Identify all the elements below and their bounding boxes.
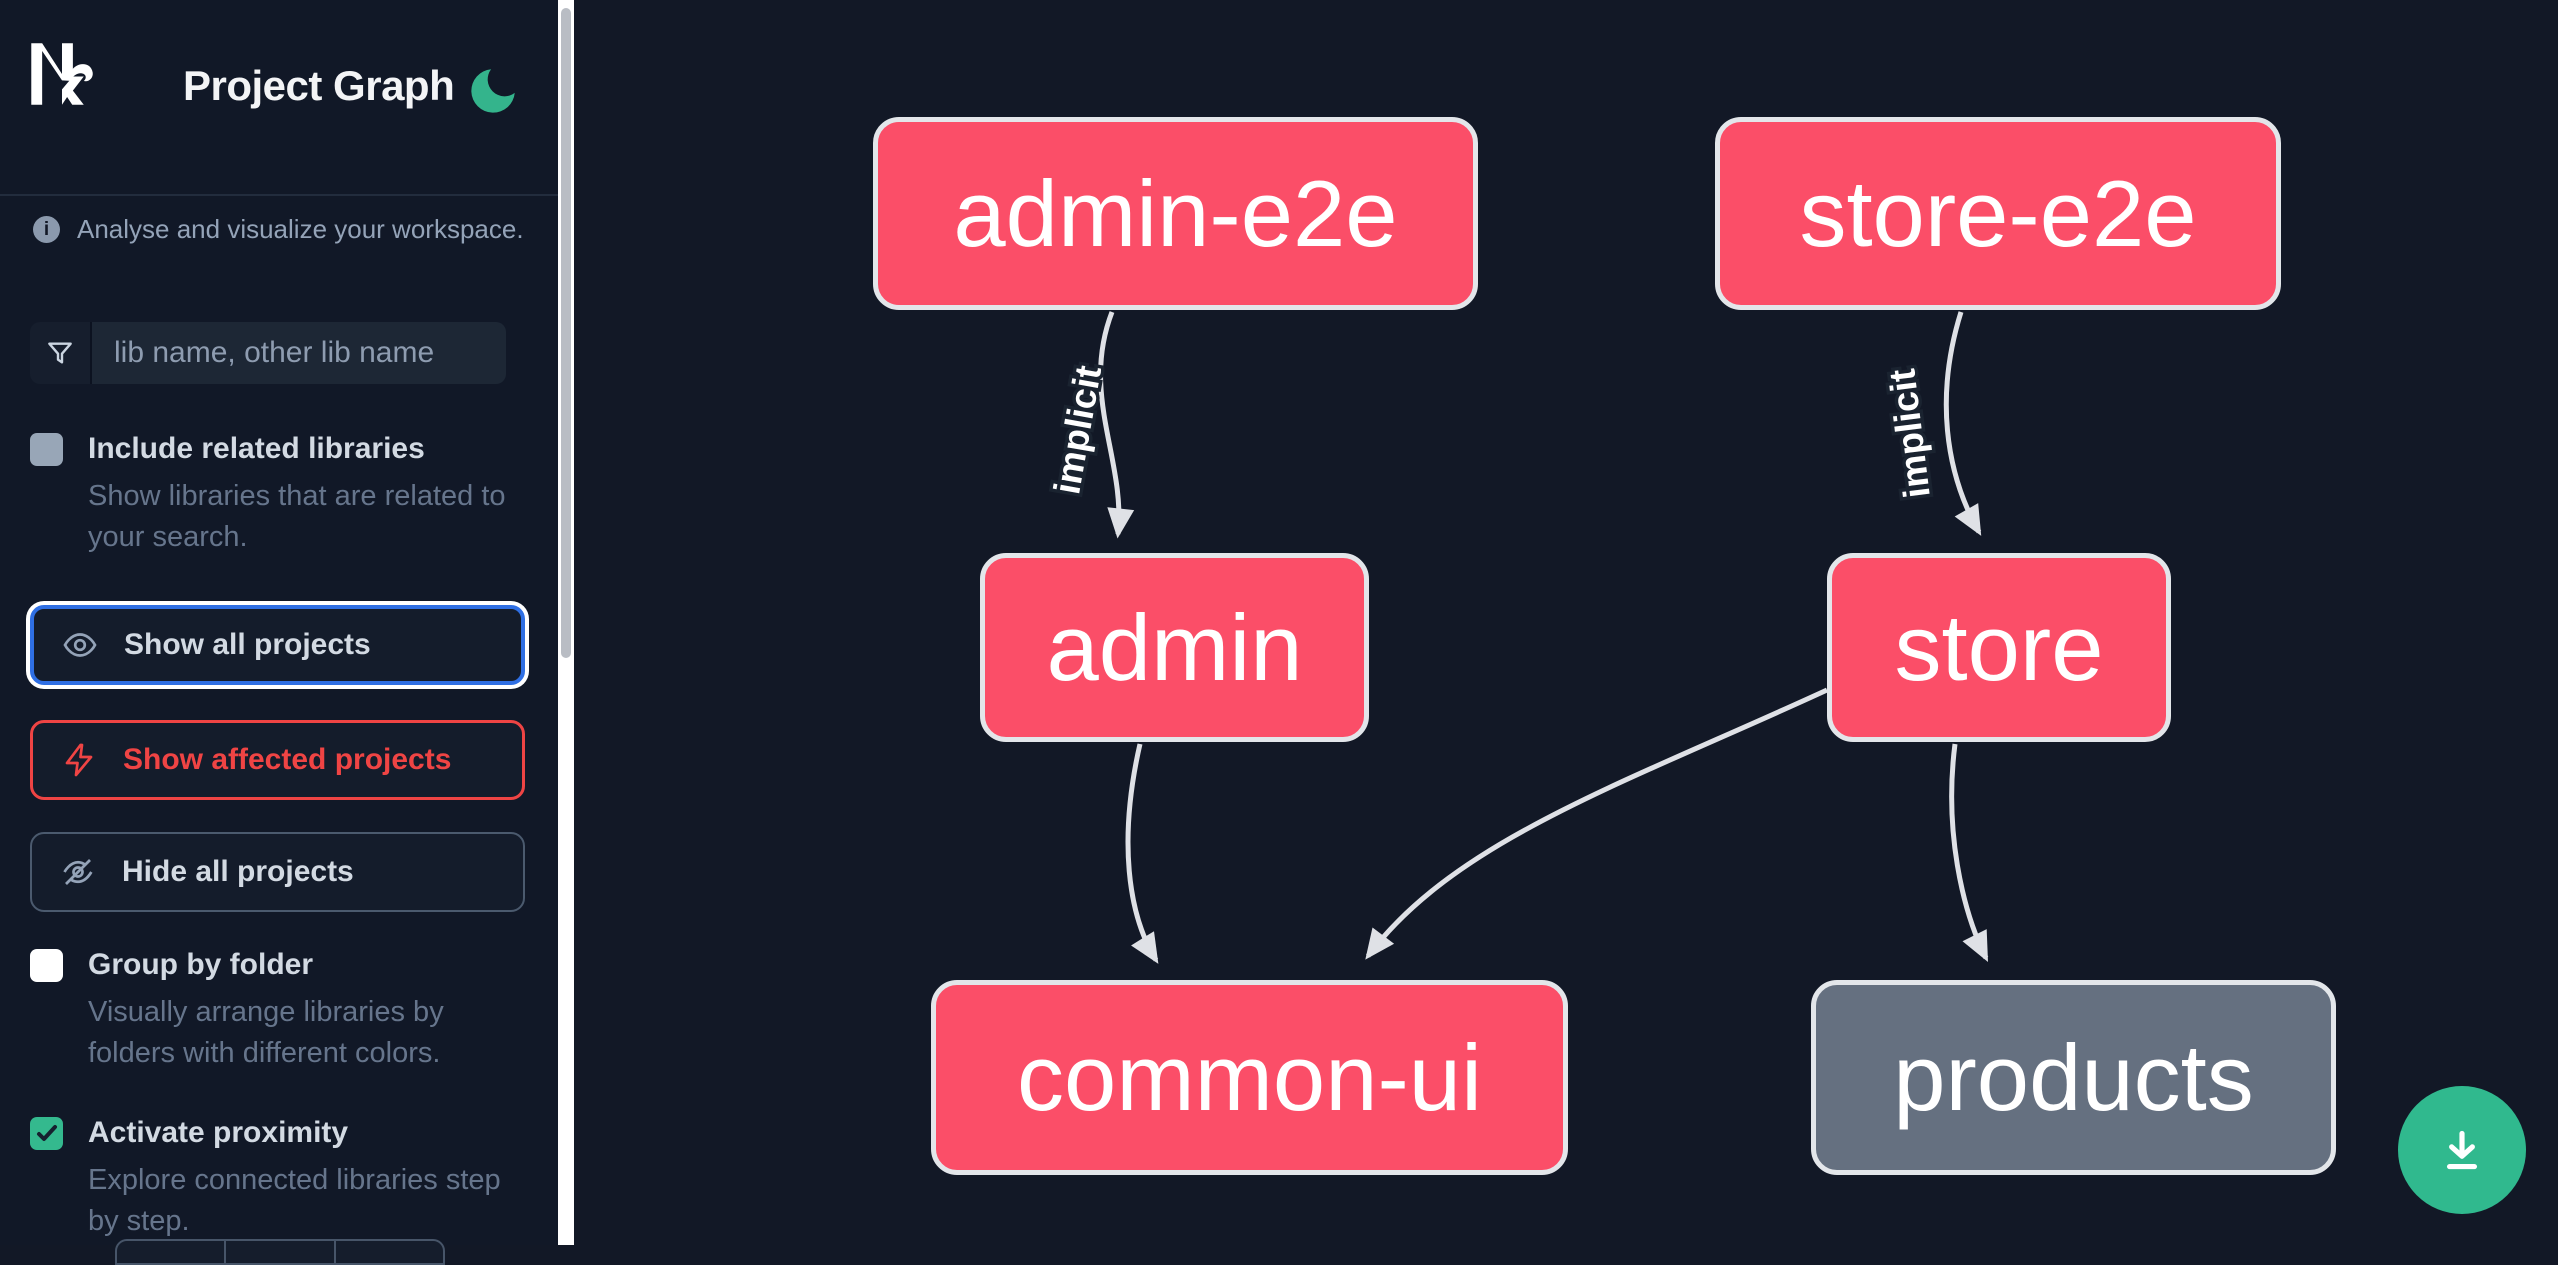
toggle-include-related: Include related libraries Show libraries… [30, 432, 530, 558]
toggle-label: Group by folder [88, 948, 313, 981]
show-all-projects-button[interactable]: Show all projects [30, 605, 525, 685]
workspace-tagline-row: i Analyse and visualize your workspace. [33, 214, 533, 245]
toggle-label: Include related libraries [88, 432, 425, 465]
node-label: store-e2e [1799, 160, 2197, 266]
show-affected-projects-button[interactable]: Show affected projects [30, 720, 525, 800]
tagline-text: Analyse and visualize your workspace. [77, 214, 524, 244]
node-label: admin-e2e [953, 160, 1398, 266]
eye-off-icon [63, 859, 93, 885]
scrollbar-thumb[interactable] [561, 8, 571, 658]
zap-icon [65, 743, 93, 777]
node-label: admin [1046, 594, 1303, 700]
filter-icon [30, 322, 92, 384]
button-label: Show all projects [124, 628, 371, 661]
bottom-segmented-control[interactable] [115, 1239, 445, 1265]
segment[interactable] [226, 1241, 336, 1263]
download-image-button[interactable] [2398, 1086, 2526, 1214]
toggle-activate-proximity: Activate proximity Explore connected lib… [30, 1116, 530, 1242]
checkbox-group-by-folder[interactable] [30, 948, 63, 982]
dependency-edges: implicit implicit [1043, 311, 1989, 964]
project-node-common-ui[interactable]: common-ui [931, 980, 1568, 1175]
info-icon: i [33, 216, 60, 243]
toggle-description: Show libraries that are related to your … [88, 480, 506, 554]
project-node-products[interactable]: products [1811, 980, 2336, 1175]
button-label: Hide all projects [122, 855, 354, 888]
node-label: common-ui [1017, 1024, 1482, 1130]
project-node-store-e2e[interactable]: store-e2e [1715, 117, 2281, 310]
project-node-store[interactable]: store [1827, 553, 2171, 742]
sidebar-header: Project Graph [0, 0, 558, 196]
node-label: products [1893, 1024, 2254, 1130]
edge-store-to-common-ui [1365, 687, 1829, 960]
project-node-admin[interactable]: admin [980, 553, 1369, 742]
edge-store-to-products [1949, 743, 1989, 963]
check-icon [36, 1125, 57, 1141]
segment[interactable] [336, 1241, 443, 1263]
toggle-group-by-folder: Group by folder Visually arrange librari… [30, 948, 530, 1074]
search-input[interactable] [92, 322, 506, 384]
segment[interactable] [117, 1241, 227, 1263]
checkbox-activate-proximity[interactable] [30, 1116, 63, 1150]
moon-icon[interactable] [464, 62, 522, 120]
page-title: Project Graph [183, 62, 455, 109]
checkbox-include-related[interactable] [30, 432, 63, 466]
hide-all-projects-button[interactable]: Hide all projects [30, 832, 525, 912]
toggle-description: Explore connected libraries step by step… [88, 1164, 501, 1238]
edge-admin-e2e-to-admin [1098, 311, 1135, 539]
button-label: Show affected projects [123, 743, 452, 776]
edge-store-e2e-to-store [1943, 311, 1982, 536]
download-icon [2446, 1130, 2478, 1170]
search-box [30, 322, 506, 384]
edge-label-implicit: implicit [1881, 367, 1937, 501]
toggle-label: Activate proximity [88, 1116, 349, 1149]
eye-icon [63, 633, 97, 657]
toggle-description: Visually arrange libraries by folders wi… [88, 996, 444, 1070]
project-node-admin-e2e[interactable]: admin-e2e [873, 117, 1478, 310]
nx-logo [31, 43, 93, 105]
edge-label-implicit: implicit [1046, 362, 1109, 497]
edge-admin-to-common-ui [1125, 743, 1159, 964]
sidebar-scrollbar[interactable] [558, 0, 574, 1245]
sidebar: Project Graph i Analyse and visualize yo… [0, 0, 558, 1265]
node-label: store [1894, 594, 2104, 700]
